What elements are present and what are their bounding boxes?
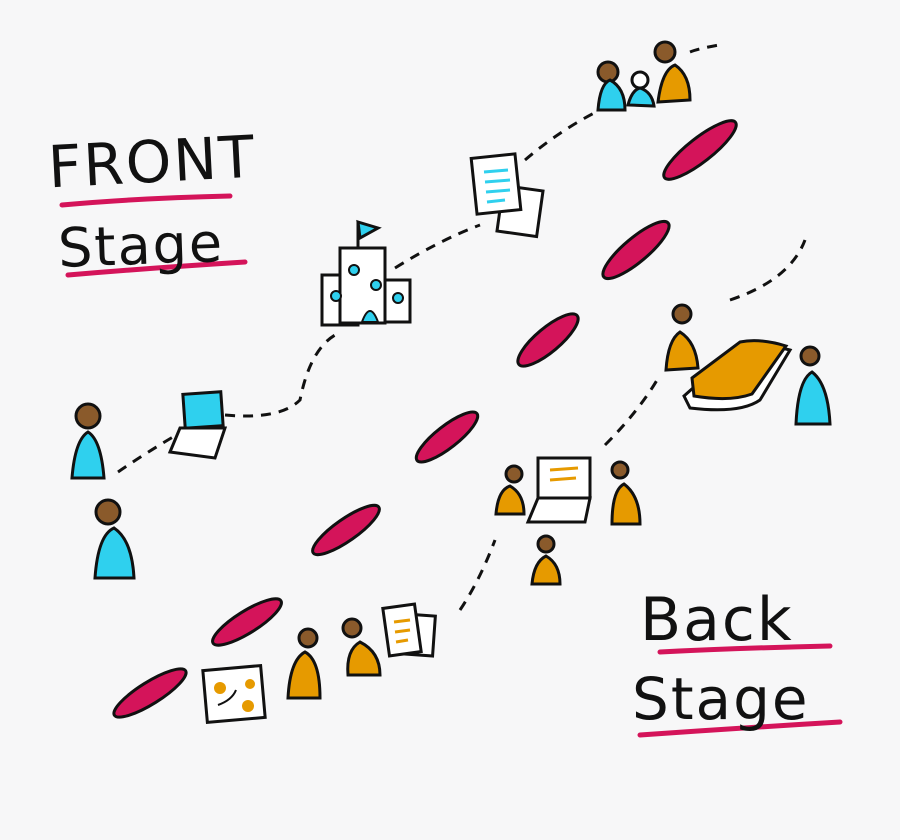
- front-underline-2: [65, 259, 248, 278]
- front-stage-title-line1: FRONT: [46, 122, 258, 202]
- front-journey-path: [117, 42, 726, 474]
- back-underline-1: [657, 643, 833, 655]
- visibility-dash: [112, 667, 188, 719]
- visibility-dash: [414, 410, 480, 464]
- tablet-icon: [682, 339, 793, 412]
- notes-icon: [381, 602, 437, 658]
- documents-icon: [469, 152, 545, 239]
- front-underline-1: [59, 193, 233, 208]
- meeting-group-icon: [494, 456, 642, 586]
- whiteboard-icon: [201, 663, 267, 725]
- back-stage-title-line1: Back: [640, 585, 794, 655]
- back-journey-path: [458, 239, 807, 611]
- visibility-dash: [211, 597, 283, 647]
- back-underline-2: [637, 719, 843, 738]
- visibility-dash: [311, 503, 381, 557]
- visibility-dash: [662, 119, 738, 181]
- person-icon: [664, 303, 700, 372]
- person-icon: [93, 498, 136, 580]
- people-group-icon: [596, 40, 692, 112]
- laptop-icon: [167, 390, 228, 460]
- visibility-dash: [601, 219, 671, 281]
- building-icon: [320, 219, 412, 327]
- person-icon: [286, 627, 322, 700]
- line-of-visibility: [112, 119, 738, 719]
- person-icon: [794, 345, 832, 426]
- back-stage-title-line2: Stage: [632, 665, 810, 733]
- visibility-dash: [516, 312, 580, 368]
- front-stage-title-line2: Stage: [56, 211, 226, 280]
- person-icon: [70, 402, 106, 480]
- person-icon: [341, 617, 382, 677]
